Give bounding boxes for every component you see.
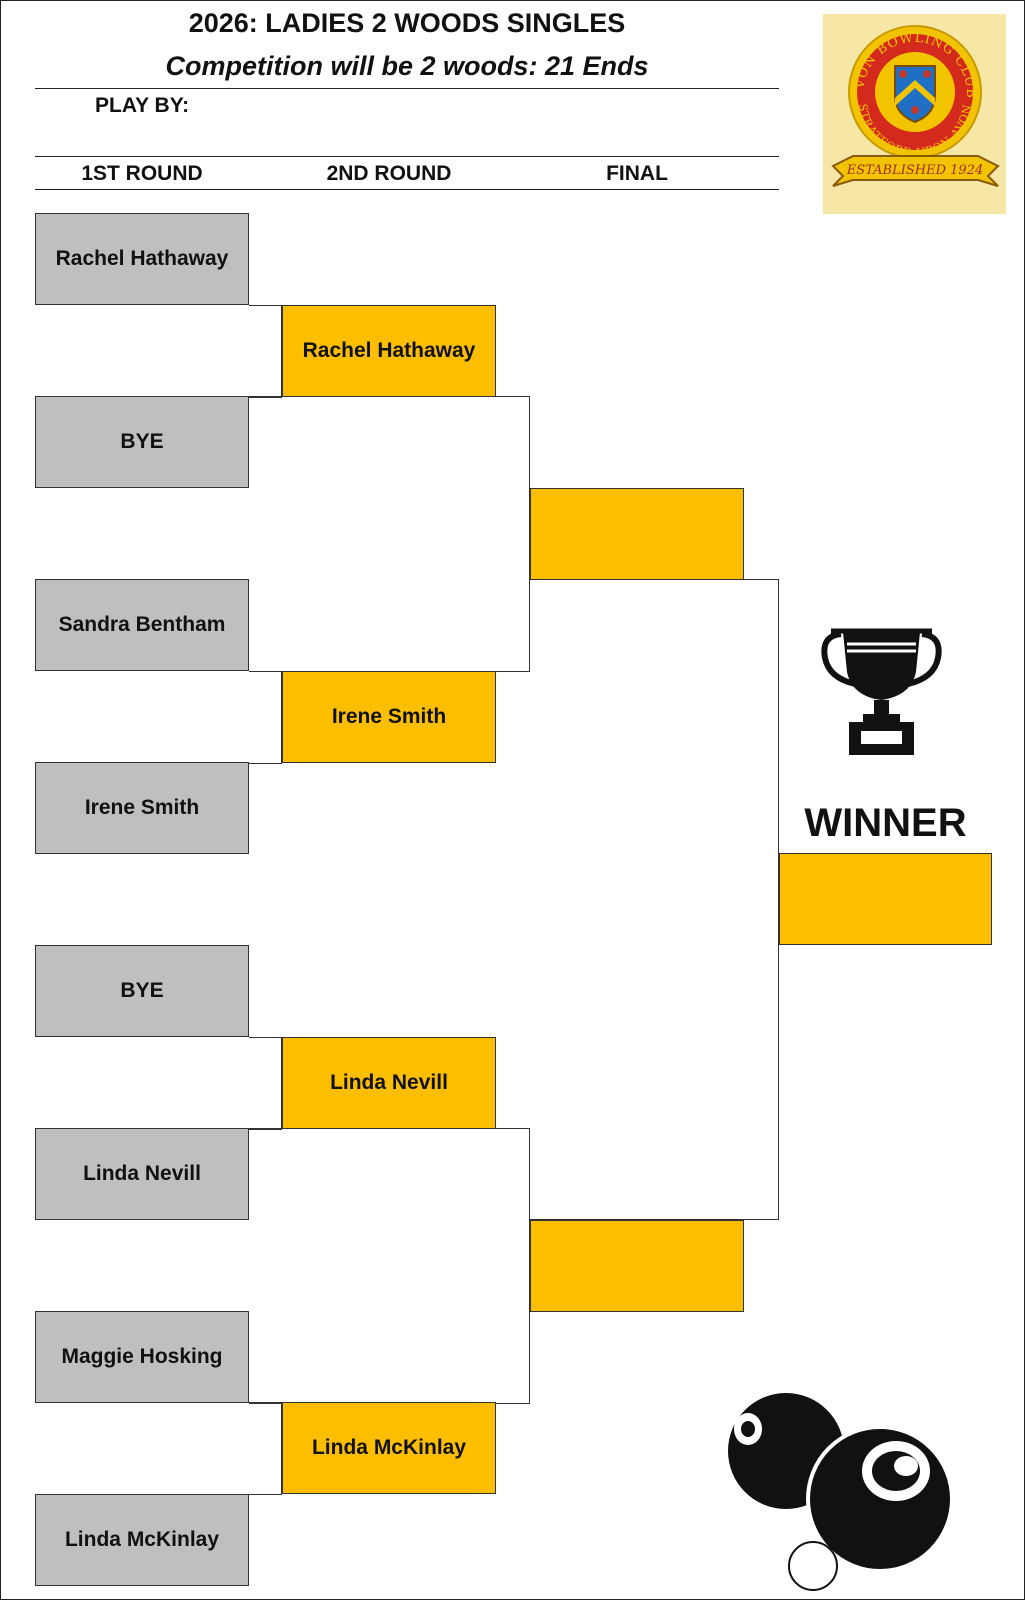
round-header-bottom-rule [35,189,779,190]
first-round-slot[interactable]: Rachel Hathaway [35,213,249,305]
round-header-top-rule [35,156,779,157]
bracket-connector [249,671,282,764]
page-subtitle: Competition will be 2 woods: 21 Ends [165,51,649,81]
bracket-connector [249,1402,282,1495]
play-by-label: PLAY BY: [95,94,190,117]
first-round-slot[interactable]: Linda Nevill [35,1128,249,1220]
first-round-slot[interactable]: Sandra Bentham [35,579,249,671]
round-header-first: 1ST ROUND [81,162,203,185]
first-round-slot[interactable]: Linda McKinlay [35,1494,249,1586]
bracket-connector [249,1128,530,1404]
second-round-slot[interactable]: Rachel Hathaway [282,305,496,397]
second-round-slot[interactable]: Linda Nevill [282,1037,496,1129]
club-logo: AVON BOWLING CLUB STRATFORD UPON AVON ES… [817,3,1006,214]
winner-slot[interactable] [779,853,992,945]
second-round-slot[interactable]: Irene Smith [282,671,496,763]
second-round-slot[interactable]: Linda McKinlay [282,1402,496,1494]
first-round-slot[interactable]: BYE [35,396,249,488]
first-round-slot[interactable]: Maggie Hosking [35,1311,249,1403]
trophy-icon [819,626,944,761]
bowls-icon [728,1381,978,1591]
round-header-final: FINAL [606,162,668,185]
bracket-connector [249,1037,282,1130]
bracket-connector [249,305,282,398]
bracket-connector [249,396,530,672]
first-round-slot[interactable]: Irene Smith [35,762,249,854]
final-slot[interactable] [530,1220,744,1312]
header-rule [35,88,779,89]
first-round-slot[interactable]: BYE [35,945,249,1037]
round-header-second: 2ND ROUND [326,162,452,185]
bracket-connector [530,579,779,1220]
page-title: 2026: LADIES 2 WOODS SINGLES [188,8,626,38]
logo-established: ESTABLISHED 1924 [846,163,983,178]
winner-label: WINNER [804,801,967,845]
final-slot[interactable] [530,488,744,580]
